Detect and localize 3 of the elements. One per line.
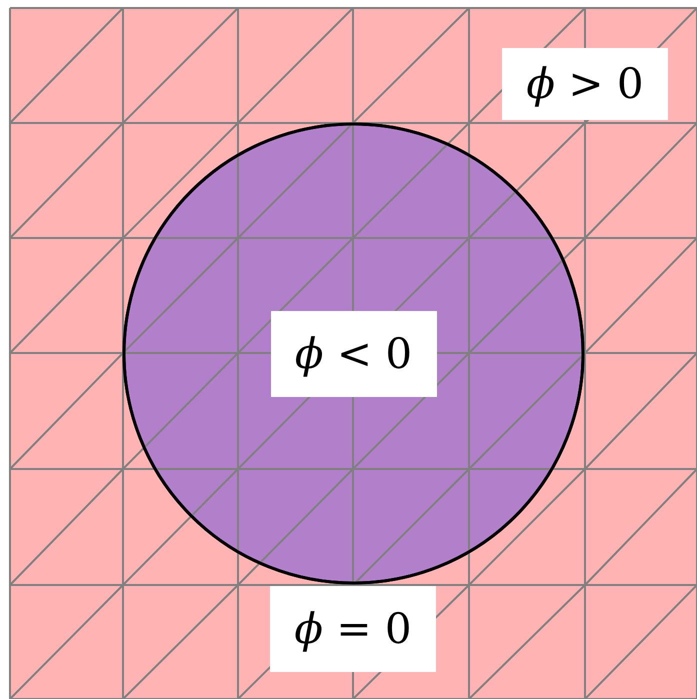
region-label: ϕ < 0 [270,310,436,396]
region-label: ϕ > 0 [502,48,668,120]
region-label: ϕ = 0 [270,586,436,672]
